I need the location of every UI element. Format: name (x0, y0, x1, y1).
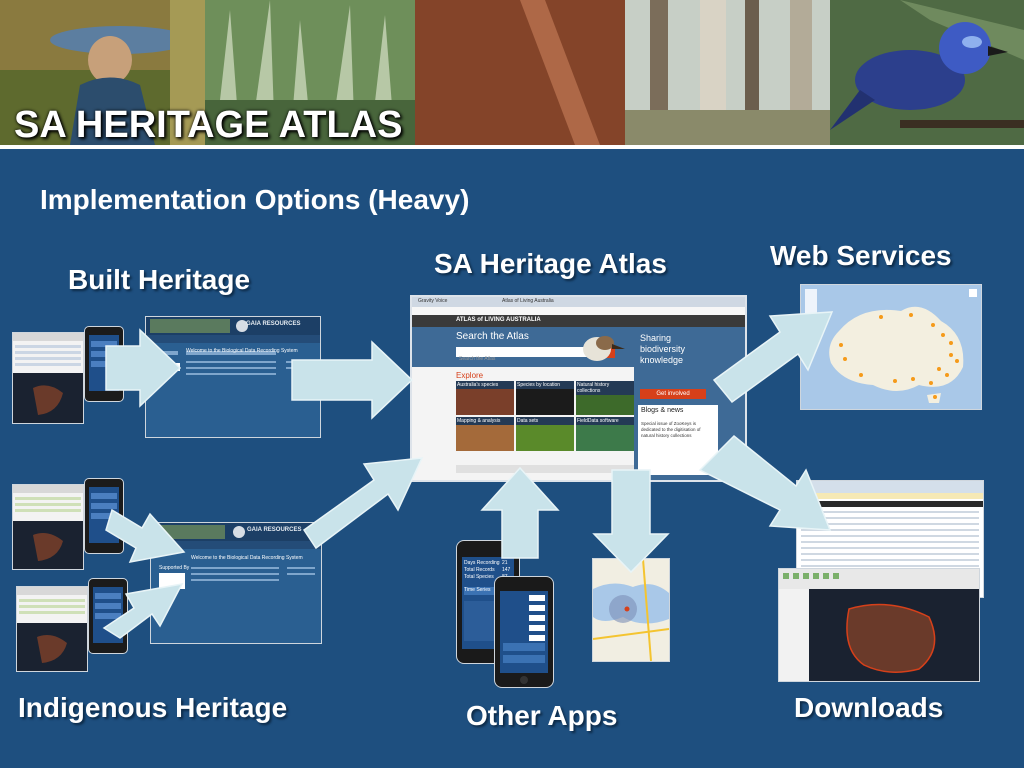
atlas-sidebar: Sharing biodiversity knowledge Get invol… (634, 327, 745, 480)
tile-data-sets: Data sets (516, 417, 574, 451)
block-arrow-icon (592, 469, 670, 574)
banner-photo-field-worker (0, 0, 205, 145)
get-involved-button: Get involved (640, 389, 706, 399)
browser-tabbar: Gravity Voice Atlas of Living Australia (412, 297, 745, 307)
kookaburra-image (583, 336, 625, 361)
label-other-apps: Other Apps (466, 700, 618, 731)
built-heritage-spreadsheet-thumb (12, 332, 84, 424)
blog-item: Special issue of ZooKeys is dedicated to… (641, 421, 701, 438)
browser-addressbar (412, 307, 745, 315)
browser-tab-1: Gravity Voice (418, 298, 448, 304)
block-arrow-icon (480, 466, 560, 559)
phone-tab-time-series: Time Series (464, 587, 512, 595)
tile-fielddata-software: FieldData software (576, 417, 634, 451)
atlas-search-heading: Search the Atlas (456, 331, 529, 342)
banner-photo-aerial-soil (415, 0, 625, 145)
gaia-welcome-text-2: Welcome to the Biological Data Recording… (191, 555, 303, 561)
slide-title: SA HERITAGE ATLAS (14, 104, 403, 145)
other-apps-map-screenshot (592, 558, 670, 662)
atlas-search-panel: Search the Atlas Search the Atlas (412, 327, 634, 367)
tile-species-by-location: Species by location (516, 381, 574, 415)
atlas-logo-text: ATLAS of LIVING AUSTRALIA (456, 317, 541, 323)
slide-subtitle: Implementation Options (Heavy) (40, 184, 470, 215)
block-arrow-icon (712, 311, 834, 404)
indigenous-spreadsheet-thumb-1 (12, 484, 84, 570)
atlas-footer-links (456, 465, 634, 473)
block-arrow-icon (291, 340, 414, 420)
atlas-of-living-australia-screenshot: Gravity Voice Atlas of Living Australia … (410, 295, 747, 482)
gaia-welcome-text: Welcome to the Biological Data Recording… (186, 348, 298, 354)
indigenous-spreadsheet-thumb-2 (16, 586, 88, 672)
block-arrow-icon (698, 434, 832, 531)
atlas-explore-heading: Explore (456, 371, 484, 380)
atlas-explore-panel: Explore Australia's species Species by l… (412, 367, 634, 480)
block-arrow-icon (302, 457, 424, 550)
banner-photo-grasses (205, 0, 415, 145)
atlas-sidebar-heading: Sharing biodiversity knowledge (640, 333, 686, 365)
downloads-gis-screenshot (778, 568, 980, 682)
atlas-search-input: Search the Atlas (456, 347, 598, 362)
blogs-heading: Blogs & news (641, 407, 684, 414)
banner-divider (0, 145, 1024, 149)
blogs-news-panel: Blogs & news Special issue of ZooKeys is… (638, 405, 718, 475)
gaia-brand-text: GAIA RESOURCES (246, 321, 301, 327)
label-downloads: Downloads (794, 692, 944, 723)
banner-photo-strip (0, 0, 1024, 145)
gaia-brand-text-2: GAIA RESOURCES (247, 527, 302, 533)
banner-photo-forest (625, 0, 830, 145)
banner-photo-blue-wren (830, 0, 1024, 145)
block-arrow-icon (105, 508, 186, 563)
label-web-services: Web Services (770, 240, 952, 271)
block-arrow-icon (105, 328, 182, 408)
other-apps-phone-2 (494, 576, 554, 688)
label-built-heritage: Built Heritage (68, 264, 251, 295)
atlas-topbar: ATLAS of LIVING AUSTRALIA (412, 315, 745, 327)
gaia-supported-by: Supported By (159, 565, 190, 571)
browser-tab-2: Atlas of Living Australia (502, 298, 554, 304)
phone-stats: Days Recording Total Records Total Speci… (464, 560, 500, 580)
block-arrow-icon (102, 582, 184, 639)
header-banner: SA HERITAGE ATLAS (0, 0, 1024, 145)
indigenous-gaia-website-thumb: GAIA RESOURCES Welcome to the Biological… (150, 522, 322, 644)
tile-mapping-analysis: Mapping & analysis (456, 417, 514, 451)
web-services-map-screenshot (800, 284, 982, 410)
label-indigenous-heritage: Indigenous Heritage (18, 692, 288, 723)
tile-australias-species: Australia's species (456, 381, 514, 415)
tile-natural-history: Natural history collections (576, 381, 634, 415)
label-sa-heritage-atlas: SA Heritage Atlas (434, 248, 667, 279)
